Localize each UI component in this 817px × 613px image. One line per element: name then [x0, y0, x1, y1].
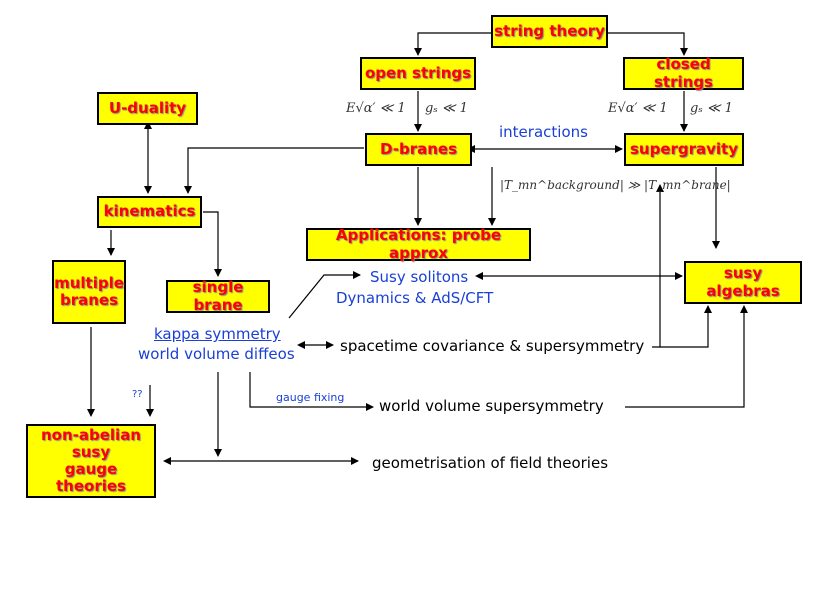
arrow-kinematics-to-single [203, 211, 222, 277]
box-supergravity: supergravity [624, 133, 744, 166]
label-gauge-fixing: gauge fixing [276, 391, 345, 404]
arrow-dbranes-to-kinematics [184, 147, 364, 194]
box-d-branes-label: D-branes [380, 139, 457, 158]
math-left-energy: E√α′ ≪ 1 [346, 101, 406, 116]
arrow-spacetime-to-algebras [660, 305, 712, 348]
box-string-theory: string theory [491, 15, 608, 48]
box-d-branes: D-branes [365, 133, 472, 166]
math-left-coupling: gₛ ≪ 1 [425, 101, 468, 116]
box-susy-algebras: susy algebras [684, 261, 802, 304]
box-open-strings: open strings [360, 57, 476, 90]
box-open-strings-label: open strings [364, 63, 472, 82]
label-geometrisation: geometrisation of field theories [372, 454, 609, 472]
box-non-abelian: non-abelian susy gauge theories [26, 424, 156, 498]
box-susy-algebras-label: susy algebras [706, 264, 780, 300]
label-world-volume-supersymmetry: world volume supersymmetry [379, 397, 604, 415]
box-closed-strings-label: closed strings [654, 55, 713, 91]
box-branes-label: branes [59, 291, 119, 309]
box-string-theory-label: string theory [494, 21, 605, 40]
math-tension-condition: |T_mn^background| ≫ |T_mn^brane| [500, 178, 731, 192]
box-multiple-branes: multiple branes [52, 260, 126, 324]
arrow-spacetime-to-supergravity [652, 184, 664, 348]
math-right-coupling: gₛ ≪ 1 [690, 101, 733, 116]
box-kinematics: kinematics [97, 196, 202, 228]
box-closed-strings: closed strings [623, 55, 744, 91]
box-supergravity-label: supergravity [629, 139, 739, 158]
box-non-abelian-label-2: susy [71, 442, 111, 461]
box-u-duality: U-duality [97, 92, 198, 125]
box-multiple-label: multiple [54, 273, 124, 292]
box-single-brane-label: single brane [192, 278, 244, 314]
box-non-abelian-label-1: non-abelian [40, 425, 141, 444]
label-interactions: interactions [499, 123, 588, 141]
arrow-string-to-closed [608, 32, 688, 56]
box-u-duality-label: U-duality [108, 98, 187, 117]
math-right-energy: E√α′ ≪ 1 [608, 101, 668, 116]
box-applications: Applications: probe approx [306, 226, 531, 262]
arrow-gauge-fixing [249, 372, 374, 411]
arrow-single-to-solitons [288, 271, 361, 319]
label-dynamics-ads-cft: Dynamics & AdS/CFT [336, 289, 494, 307]
box-non-abelian-label-3: gauge theories [56, 460, 126, 496]
arrow-string-to-open [414, 32, 491, 56]
box-applications-label: Applications: probe approx [335, 226, 502, 262]
label-world-volume-diffeos: world volume diffeos [138, 345, 295, 363]
box-kinematics-label: kinematics [103, 202, 196, 221]
arrow-wvsusy-to-algebras [625, 305, 748, 408]
label-question-marks: ?? [132, 389, 143, 400]
label-kappa-symmetry: kappa symmetry [154, 325, 281, 343]
box-single-brane: single brane [166, 278, 270, 314]
label-spacetime-covariance: spacetime covariance & supersymmetry [340, 337, 645, 355]
label-susy-solitons: Susy solitons [370, 268, 469, 286]
